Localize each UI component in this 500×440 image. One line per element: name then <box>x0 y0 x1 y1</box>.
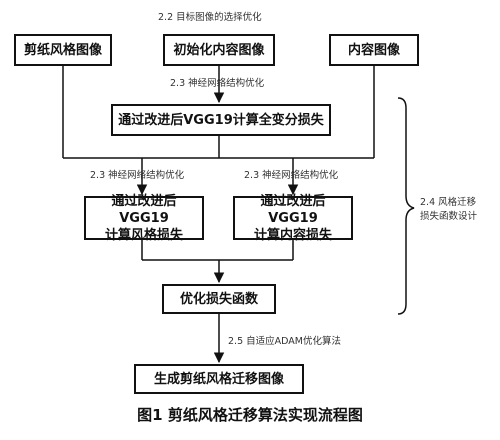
label-target-image-optimization: 2.2 目标图像的选择优化 <box>158 12 262 23</box>
node-content-image: 内容图像 <box>329 34 419 66</box>
label-network-optimization-2: 2.3 神经网络结构优化 <box>90 170 185 181</box>
node-init-content-image-text: 初始化内容图像 <box>173 42 265 58</box>
node-optimize-loss: 优化损失函数 <box>162 284 276 314</box>
label-network-optimization-3: 2.3 神经网络结构优化 <box>244 170 339 181</box>
side-brace <box>397 97 415 315</box>
node-output-image-text: 生成剪纸风格迁移图像 <box>153 371 284 387</box>
node-total-variation-loss: 通过改进后VGG19计算全变分损失 <box>111 104 331 136</box>
node-content-loss-text: 通过改进后VGG19 计算内容损失 <box>253 193 332 243</box>
node-paper-cut-style-image: 剪纸风格图像 <box>14 34 112 66</box>
label-loss-function-design: 2.4 风格迁移 损失函数设计 <box>420 197 478 222</box>
node-total-variation-loss-text: 通过改进后VGG19计算全变分损失 <box>118 112 324 128</box>
node-content-image-text: 内容图像 <box>347 42 400 58</box>
node-init-content-image: 初始化内容图像 <box>163 34 275 66</box>
node-content-loss: 通过改进后VGG19 计算内容损失 <box>233 194 353 243</box>
node-style-loss: 通过改进后VGG19 计算风格损失 <box>84 194 204 243</box>
node-paper-cut-style-image-text: 剪纸风格图像 <box>23 42 102 58</box>
node-style-loss-text: 通过改进后VGG19 计算风格损失 <box>104 193 183 243</box>
node-optimize-loss-text: 优化损失函数 <box>179 291 258 307</box>
figure-caption: 图1 剪纸风格迁移算法实现流程图 <box>137 406 363 424</box>
label-network-optimization-1: 2.3 神经网络结构优化 <box>170 78 265 89</box>
label-adam-optimization: 2.5 自适应ADAM优化算法 <box>228 336 341 347</box>
node-output-image: 生成剪纸风格迁移图像 <box>134 364 304 394</box>
